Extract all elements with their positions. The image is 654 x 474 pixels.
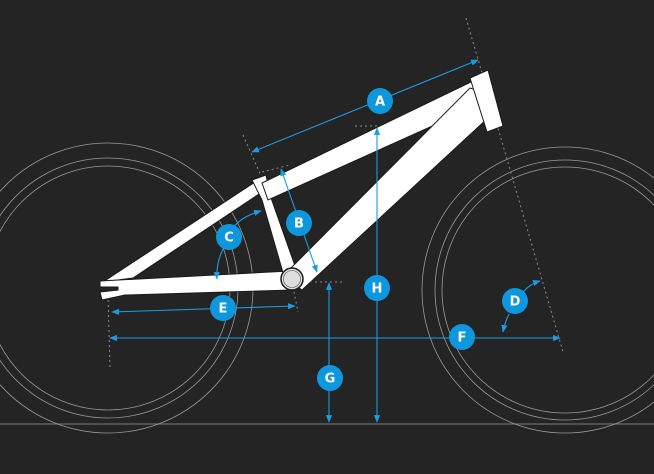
bottom-bracket	[280, 267, 304, 291]
bike-frame	[99, 69, 504, 301]
badge-h: H	[364, 275, 390, 301]
badge-b: B	[286, 210, 312, 236]
badge-b-label: B	[294, 217, 304, 232]
badge-f-label: F	[458, 331, 467, 346]
badge-g: G	[317, 365, 343, 391]
badge-a: A	[367, 88, 393, 114]
badge-c-label: C	[224, 231, 234, 246]
badge-c: C	[216, 224, 242, 250]
badge-h-label: H	[372, 282, 383, 297]
badge-a-label: A	[375, 95, 385, 110]
guide-lines	[107, 17, 564, 369]
badge-d: D	[502, 288, 528, 314]
badge-e-label: E	[219, 302, 228, 317]
badge-g-label: G	[325, 372, 336, 387]
badge-e: E	[210, 295, 236, 321]
front-wheel	[421, 146, 654, 434]
badge-d-label: D	[510, 295, 521, 310]
badge-f: F	[449, 324, 475, 350]
